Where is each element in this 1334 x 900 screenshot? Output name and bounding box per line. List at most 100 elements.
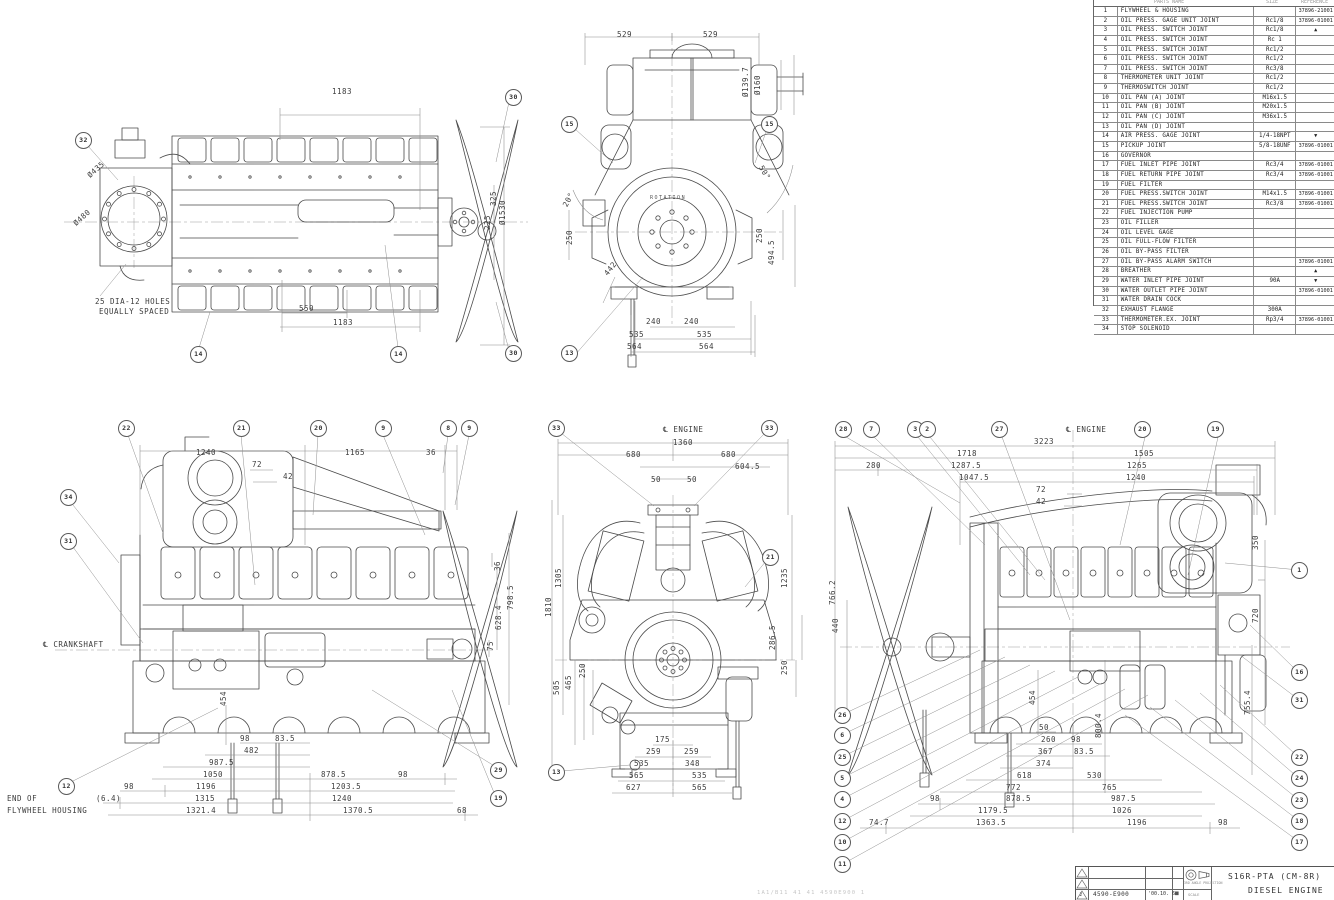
callout-29: 29 <box>490 762 507 779</box>
parts-table-row: 10 OIL PAN (A) JOINT M16x1.5 <box>1094 93 1334 104</box>
part-name: OIL PRESS. GAGE UNIT JOINT <box>1118 16 1255 26</box>
callout-16: 16 <box>1291 664 1308 681</box>
engine-centerline-label: ℄ ENGINE <box>663 425 704 434</box>
dim-label: 1047.5 <box>959 473 990 482</box>
dim-label: 1240 <box>332 794 353 803</box>
dim-label: 36 <box>426 448 437 457</box>
part-no: 28 <box>1094 267 1118 276</box>
engine-product-title: DIESEL ENGINE <box>1248 886 1324 895</box>
dim-label: 250 <box>780 659 789 675</box>
footer-note: 1A1/B11 41 41 4590E900 1 <box>757 890 866 896</box>
part-reference: ▲ <box>1314 27 1318 34</box>
dim-label: (6.4) <box>96 794 122 803</box>
callout-9: 9 <box>461 420 478 437</box>
flywheel-housing-label: END OF <box>7 794 38 803</box>
part-size <box>1254 122 1297 132</box>
part-size <box>1254 325 1297 334</box>
part-reference <box>1296 181 1334 190</box>
callout-14: 14 <box>390 346 407 363</box>
dim-label: 36 <box>493 560 502 571</box>
callout-11: 11 <box>834 856 851 873</box>
part-name: OIL PRESS. SWITCH JOINT <box>1118 35 1255 45</box>
dim-label: 348 <box>685 759 701 768</box>
part-no: 13 <box>1094 122 1118 132</box>
leader-lines <box>87 101 510 351</box>
dim-label: 98 <box>930 794 941 803</box>
part-reference <box>1296 229 1334 238</box>
part-reference: 37896-01001 <box>1298 200 1333 207</box>
part-reference: ▼ <box>1314 133 1318 140</box>
part-no: 18 <box>1094 170 1118 180</box>
parts-table-row: 25 OIL FULL-FLOW FILTER <box>1094 238 1334 249</box>
dim-label: 482 <box>244 746 260 755</box>
rev-number: 2 <box>1079 893 1083 898</box>
part-reference <box>1296 36 1334 45</box>
part-reference: 37896-01001 <box>1298 162 1333 169</box>
part-reference <box>1296 84 1334 93</box>
part-name: FUEL RETURN PIPE JOINT <box>1118 170 1255 180</box>
leader-lines <box>560 432 767 772</box>
callout-2: 2 <box>919 421 936 438</box>
dim-label: 374 <box>1036 759 1052 768</box>
leader-lines <box>68 434 497 796</box>
part-reference: 37896-01001 <box>1298 258 1333 265</box>
dim-label: 83.5 <box>1074 747 1095 756</box>
dim-label: 286.5 <box>768 624 777 650</box>
callout-34: 34 <box>60 489 77 506</box>
part-size: Rc 1 <box>1254 35 1297 45</box>
dim-label: 72 <box>252 460 263 469</box>
parts-table-row: 33 THERMOMETER.EX. JOINT Rp3/4 37896-010… <box>1094 315 1334 326</box>
part-size: Rc1/8 <box>1254 26 1297 35</box>
callout-26: 26 <box>834 707 851 724</box>
parts-table-row: 26 OIL BY-PASS FILTER <box>1094 248 1334 258</box>
dim-label: 367 <box>1038 747 1054 756</box>
dim-label: 878.5 <box>321 770 347 779</box>
col-header-size: SIZE <box>1266 0 1279 5</box>
part-name: FLYWHEEL & HOUSING <box>1118 7 1255 16</box>
callout-18: 18 <box>1291 813 1308 830</box>
dim-label: 1026 <box>1112 806 1133 815</box>
parts-table-row: 12 OIL PAN (C) JOINT M36x1.5 <box>1094 113 1334 123</box>
part-size <box>1254 180 1297 190</box>
dim-label: 765 <box>1102 783 1118 792</box>
rotation-label: ROTATION <box>650 195 687 201</box>
dim-label: 1183 <box>333 318 354 327</box>
callout-12: 12 <box>834 813 851 830</box>
drawing-date: '00.10. 6 <box>1148 891 1176 897</box>
dim-label: 987.5 <box>1111 794 1137 803</box>
callout-32: 32 <box>75 132 92 149</box>
title-block-divider <box>1183 867 1184 900</box>
dim-label: 1240 <box>1126 473 1147 482</box>
callout-14: 14 <box>190 346 207 363</box>
callout-7: 7 <box>863 421 880 438</box>
callout-22: 22 <box>118 420 135 437</box>
callout-31: 31 <box>60 533 77 550</box>
title-block-divider <box>1088 867 1089 900</box>
dim-label: 1360 <box>673 438 694 447</box>
part-size: 5/8-18UNF <box>1254 141 1297 151</box>
parts-table-row: 19 FUEL FILTER <box>1094 180 1334 191</box>
dim-label: 50 <box>651 475 662 484</box>
fan-plan <box>455 119 519 343</box>
dim-label: 798.5 <box>506 584 515 610</box>
dim-label: 564 <box>699 342 715 351</box>
part-reference <box>1296 296 1334 305</box>
parts-table-row: 13 OIL PAN (D) JOINT <box>1094 122 1334 133</box>
engine-plan-outline <box>99 127 479 313</box>
fan-side <box>426 510 518 768</box>
part-name: OIL BY-PASS FILTER <box>1118 248 1255 257</box>
part-size <box>1254 151 1297 161</box>
part-reference: 37896-01001 <box>1298 171 1333 178</box>
part-no: 25 <box>1094 238 1118 248</box>
part-name: OIL PAN (C) JOINT <box>1118 113 1255 122</box>
part-name: THERMOMETER UNIT JOINT <box>1118 74 1255 84</box>
dim-label: 1050 <box>203 770 224 779</box>
dim-label: 3223 <box>1034 437 1055 446</box>
parts-table-row: 30 WATER OUTLET PIPE JOINT 37896-01001 <box>1094 286 1334 297</box>
dim-label: 680 <box>626 450 642 459</box>
part-size <box>1254 7 1297 16</box>
part-size: Rc3/8 <box>1254 64 1297 74</box>
part-reference: ▲ <box>1314 268 1318 275</box>
dim-label: 535 <box>629 330 645 339</box>
dim-label: 98 <box>240 734 251 743</box>
